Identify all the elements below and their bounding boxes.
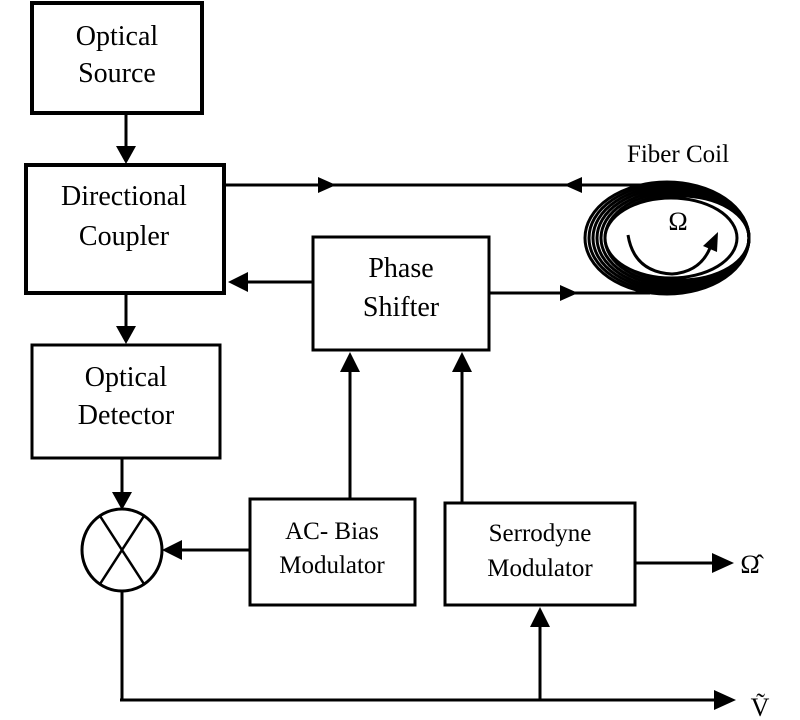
directional-coupler-block: Directional Coupler — [24, 163, 226, 295]
arrow-shifter-to-coil — [490, 285, 650, 301]
phase-shifter-label-line1: Phase — [368, 253, 433, 284]
fiber-line-top — [224, 177, 645, 193]
arrow-feedback-to-serrodyne — [530, 607, 550, 700]
mixer-icon — [80, 507, 164, 593]
arrow-acbias-to-mixer — [162, 540, 250, 560]
serrodyne-modulator-block: Serrodyne Modulator — [443, 501, 637, 607]
ac-bias-modulator-block: AC- Bias Modulator — [248, 497, 417, 607]
fiber-coil: Fiber Coil Ω — [583, 141, 751, 296]
rotation-arrow-head — [703, 232, 718, 252]
bottom-output-line — [120, 591, 736, 710]
arrow-source-to-coupler — [116, 113, 136, 164]
ac-bias-modulator-label-line1: AC- Bias — [285, 518, 379, 545]
arrow-serrodyne-to-shifter — [452, 352, 472, 503]
ac-bias-modulator-label-line2: Modulator — [279, 552, 385, 579]
arrow-coupler-to-detector — [116, 293, 136, 344]
optical-detector-label-line1: Optical — [85, 362, 168, 393]
optical-source-block: Optical Source — [30, 1, 204, 115]
optical-source-label-line1: Optical — [76, 21, 159, 52]
optical-detector-block: Optical Detector — [30, 343, 222, 460]
rotation-rate-symbol: Ω — [668, 207, 687, 236]
optical-source-label-line2: Source — [78, 58, 156, 89]
optical-detector-label-line2: Detector — [78, 400, 175, 431]
rotation-arrow — [626, 234, 712, 276]
arrow-shifter-to-coupler — [228, 272, 312, 292]
arrow-detector-to-mixer — [112, 458, 132, 510]
fiber-coil-label: Fiber Coil — [627, 141, 729, 168]
phase-shifter-block: Phase Shifter — [311, 235, 491, 352]
phase-shifter-label-line2: Shifter — [363, 292, 440, 323]
directional-coupler-label-line1: Directional — [61, 181, 187, 212]
directional-coupler-label-line2: Coupler — [79, 221, 170, 252]
serrodyne-modulator-label-line2: Modulator — [487, 555, 593, 582]
serrodyne-modulator-label-line1: Serrodyne — [489, 520, 592, 547]
v-tilde-output-label: Ṽ — [751, 693, 770, 720]
arrow-serrodyne-to-omega-output — [635, 553, 734, 573]
omega-hat-output-label: Ω̂ — [740, 550, 764, 579]
arrow-acbias-to-shifter — [340, 352, 360, 499]
